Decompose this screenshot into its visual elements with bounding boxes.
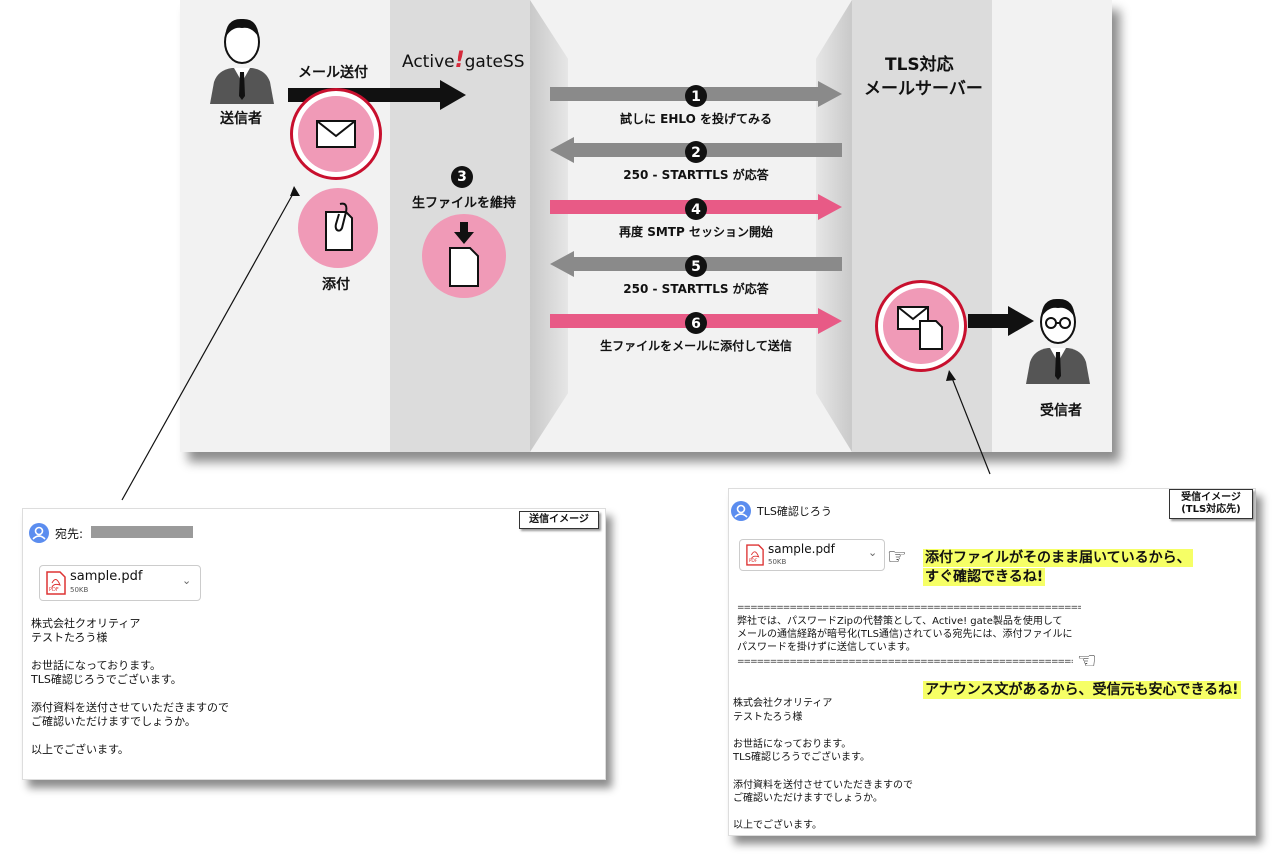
pointing-hand-icon: ☜ (1077, 649, 1097, 674)
clip-document-icon (325, 202, 353, 251)
keep-file-label: 生ファイルを維持 (412, 196, 517, 211)
attachment-chip[interactable]: PDF sample.pdf 50KB ⌄ (39, 565, 201, 601)
user-icon (734, 504, 748, 518)
svg-text:PDF: PDF (49, 587, 59, 593)
step-3-number: 3 (451, 166, 473, 188)
pdf-icon: PDF (746, 544, 764, 566)
step-1-label: 試しに EHLO を投げてみる (620, 111, 772, 126)
step-2-number-badge (685, 141, 707, 163)
step-2-number: 2 (691, 145, 701, 161)
tls-flow-diagram: 送信者 メール送付 添付 Active!gateSS 3 生ファイルを維持 (180, 0, 1112, 452)
callout-announcement: アナウンス文があるから、受信元も安心できるね! (923, 681, 1241, 699)
receiver-person-icon (1026, 298, 1090, 384)
receiver-label: 受信者 (1040, 403, 1082, 419)
mail-circle (290, 88, 382, 180)
step-1-arrow (550, 81, 842, 107)
server-label-2: メールサーバー (864, 79, 983, 99)
mail-body: 株式会社クオリティア テストたろう様 お世話になっております。 TLS確認じろう… (733, 698, 913, 832)
callout-attachment-line2: すぐ確認できるね! (923, 568, 1046, 586)
receive-image-badge: 受信イメージ (TLS対応先) (1169, 489, 1253, 519)
sender-name: TLS確認じろう (757, 505, 832, 518)
download-file-icon (449, 222, 479, 287)
svg-text:PDF: PDF (749, 558, 758, 564)
pdf-icon: PDF (46, 571, 66, 595)
steps-layer: 1 試しに EHLO を投げてみる 2 250 - STARTTLS が応答 4 再度 S… (550, 81, 842, 353)
sender-person-icon (210, 18, 274, 104)
send-mail-label: メール送付 (298, 65, 368, 81)
step-4-arrow (550, 194, 842, 220)
received-circle (875, 280, 967, 372)
send-image-badge: 送信イメージ (519, 511, 599, 529)
attachment-size: 50KB (768, 558, 787, 566)
attachment-name: sample.pdf (70, 569, 143, 584)
to-address-redacted (91, 526, 193, 538)
announcement-text: 弊社では、パスワードZipの代替策として、Active! gate製品を使用して… (737, 616, 1073, 653)
step-1-number: 1 (691, 89, 701, 105)
to-label: 宛先: (55, 527, 84, 541)
step-2-arrow (550, 137, 842, 163)
gateway-logo: Active!gateSS (402, 48, 525, 73)
step-2-label: 250 - STARTTLS が応答 (623, 167, 769, 182)
keep-file-circle (422, 214, 506, 298)
mail-body: 株式会社クオリティア テストたろう様 お世話になっております。 TLS確認じろう… (31, 617, 229, 756)
receive-arrow (968, 306, 1034, 336)
step-6-number: 6 (691, 316, 701, 332)
step-6-number-badge (685, 312, 707, 334)
divider-top: ========================================… (737, 603, 1081, 613)
callout-attachment-line1: 添付ファイルがそのまま届いているから、 (923, 549, 1193, 567)
send-image-card: 送信イメージ 宛先: PDF sample.pdf 50KB ⌄ 株式会社クオリ… (22, 508, 606, 780)
mail-with-file-icon (897, 306, 943, 350)
attachment-label: 添付 (322, 277, 350, 293)
attachment-chip[interactable]: PDF sample.pdf 50KB ⌄ (739, 539, 885, 571)
step-5-number-badge (685, 255, 707, 277)
sender-label: 送信者 (220, 111, 262, 127)
step-5-label: 250 - STARTTLS が応答 (623, 281, 769, 296)
attachment-circle (298, 188, 378, 268)
step-5-number: 5 (691, 259, 701, 275)
envelope-icon (316, 120, 356, 148)
step-6-label: 生ファイルをメールに添付して送信 (600, 338, 792, 353)
avatar (731, 501, 751, 521)
user-icon (32, 526, 46, 540)
step-5-arrow (550, 251, 842, 277)
receive-image-card: 受信イメージ (TLS対応先) TLS確認じろう PDF sample.pdf … (728, 488, 1256, 836)
pointing-hand-icon: ☞ (887, 545, 907, 570)
gateway-column-shade (530, 0, 568, 452)
server-label-1: TLS対応 (885, 55, 954, 75)
step-4-number-badge (685, 198, 707, 220)
avatar (29, 523, 49, 543)
server-column (852, 0, 992, 452)
attachment-name: sample.pdf (768, 542, 835, 556)
server-column-shade (816, 0, 852, 452)
chevron-down-icon[interactable]: ⌄ (868, 546, 878, 559)
step-1-number-badge (685, 85, 707, 107)
step-4-label: 再度 SMTP セッション開始 (619, 224, 773, 239)
chevron-down-icon[interactable]: ⌄ (182, 574, 192, 587)
step-4-number: 4 (691, 202, 701, 218)
step-6-arrow (550, 308, 842, 334)
divider-bottom: ========================================… (737, 657, 1073, 667)
attachment-size: 50KB (70, 586, 89, 594)
